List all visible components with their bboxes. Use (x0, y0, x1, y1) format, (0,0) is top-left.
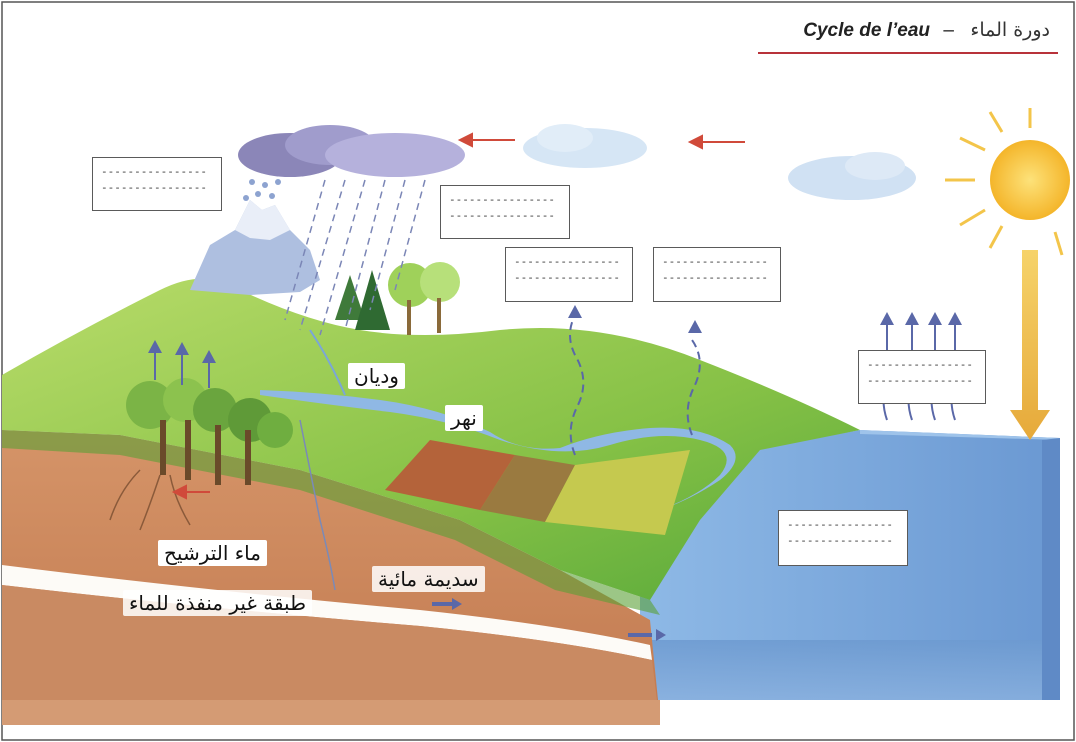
label-river: نهر (445, 405, 483, 431)
blank-line: ---------------- (449, 193, 555, 206)
label-impermeable-layer: طبقة غير منفذة للماء (123, 590, 313, 616)
blank-box-evaporation-river[interactable]: ---------------- ---------------- (653, 247, 781, 302)
blank-box-evaporation-land[interactable]: ---------------- ---------------- (505, 247, 633, 302)
soil-layers (2, 430, 660, 725)
snowy-mountain (190, 200, 320, 295)
fields (385, 440, 690, 535)
rain-lines (284, 179, 426, 336)
blank-line: ---------------- (787, 534, 893, 547)
blank-line: ---------------- (101, 181, 207, 194)
sun (945, 108, 1070, 440)
label-valleys: وديان (348, 363, 405, 389)
white-cloud-2 (788, 152, 916, 200)
blank-box-evaporation-sea[interactable]: ---------------- ---------------- (858, 350, 986, 404)
blank-line: ---------------- (787, 518, 893, 531)
blank-line: ---------------- (449, 209, 555, 222)
blank-box-precipitation[interactable]: ---------------- ---------------- (440, 185, 570, 239)
left-trees (109, 378, 293, 531)
groundwater-arrows (432, 598, 666, 641)
title-arabic: دورة الماء (970, 19, 1050, 41)
label-infiltration-water: ماء الترشيح (158, 540, 267, 566)
blank-line: ---------------- (662, 255, 768, 268)
wind-arrows (171, 132, 745, 500)
title-french: Cycle de l’eau (803, 20, 930, 41)
blank-line: ---------------- (662, 271, 768, 284)
evaporation-arrowheads (148, 305, 962, 363)
page-title: Cycle de l’eau – دورة الماء (758, 10, 1058, 56)
snow-dots (243, 179, 281, 201)
white-cloud-1 (523, 124, 647, 168)
blank-line: ---------------- (514, 255, 620, 268)
rain-cloud (238, 125, 465, 177)
blank-line: ---------------- (514, 271, 620, 284)
blank-box-condensation[interactable]: ---------------- ---------------- (92, 157, 222, 211)
label-aquifer: سديمة مائية (372, 566, 485, 592)
blank-line: ---------------- (101, 165, 207, 178)
blank-box-sea[interactable]: ---------------- ---------------- (778, 510, 908, 566)
blank-line: ---------------- (867, 374, 973, 387)
blank-line: ---------------- (867, 358, 973, 371)
title-dash: – (943, 20, 954, 41)
title-underline (758, 52, 1058, 54)
river (260, 329, 736, 591)
